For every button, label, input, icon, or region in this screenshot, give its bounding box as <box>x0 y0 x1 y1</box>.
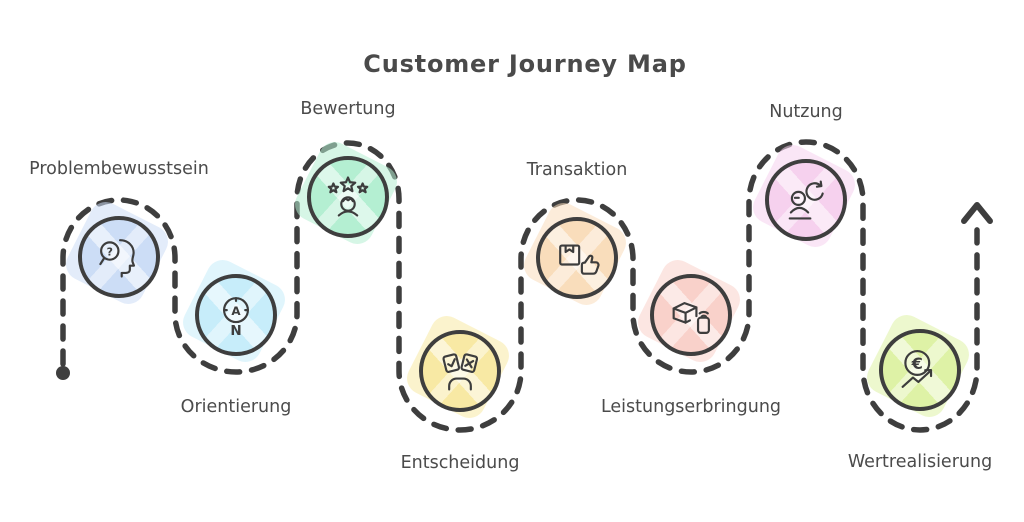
stage-circle <box>650 274 732 356</box>
stage-circle: € <box>879 329 961 411</box>
stage-label: Entscheidung <box>400 453 520 473</box>
svg-text:?: ? <box>107 245 113 258</box>
stage-orientierung: A N Orientierung <box>177 254 291 417</box>
stage-problembewusstsein: ? Problembewusstsein <box>29 159 209 310</box>
svg-text:N: N <box>230 323 241 339</box>
head-search-icon: ? <box>99 239 136 278</box>
star-rating-icon <box>327 176 369 217</box>
choice-cards-icon <box>442 353 479 391</box>
stage-circle <box>419 330 501 412</box>
person-refresh-icon <box>788 180 824 220</box>
start-dot-icon <box>56 366 70 380</box>
stage-label: Transaktion <box>526 160 628 180</box>
dashed-route <box>60 139 980 433</box>
stage-circle: ? <box>78 216 160 298</box>
stage-entscheidung: Entscheidung <box>401 310 519 473</box>
stage-leistungserbringung: Leistungserbringung <box>601 254 781 417</box>
stage-label: Bewertung <box>300 99 396 119</box>
compass-icon: A N <box>223 297 249 339</box>
stage-circle: A N <box>195 274 277 356</box>
end-arrow-icon <box>961 202 993 224</box>
stage-nutzung: Nutzung <box>747 102 861 253</box>
stage-circle <box>765 159 847 241</box>
stage-circle <box>307 156 389 238</box>
stage-label: Nutzung <box>769 102 843 122</box>
svg-text:€: € <box>911 354 923 373</box>
stage-label: Orientierung <box>180 397 292 417</box>
stage-label: Leistungserbringung <box>600 397 782 417</box>
page-title: Customer Journey Map <box>363 50 687 78</box>
stage-label: Problembewusstsein <box>29 159 209 179</box>
stage-bewertung: Bewertung <box>289 99 403 250</box>
euro-growth-icon: € <box>901 349 933 388</box>
package-thumbs-up-icon <box>559 244 600 275</box>
stage-label: Wertrealisierung <box>847 452 993 472</box>
stage-wertrealisierung: € Wertrealisierung <box>848 309 992 472</box>
svg-text:A: A <box>231 304 241 318</box>
stage-transaktion: Transaktion <box>518 160 632 311</box>
stage-circle <box>536 217 618 299</box>
box-phone-icon <box>672 302 710 334</box>
